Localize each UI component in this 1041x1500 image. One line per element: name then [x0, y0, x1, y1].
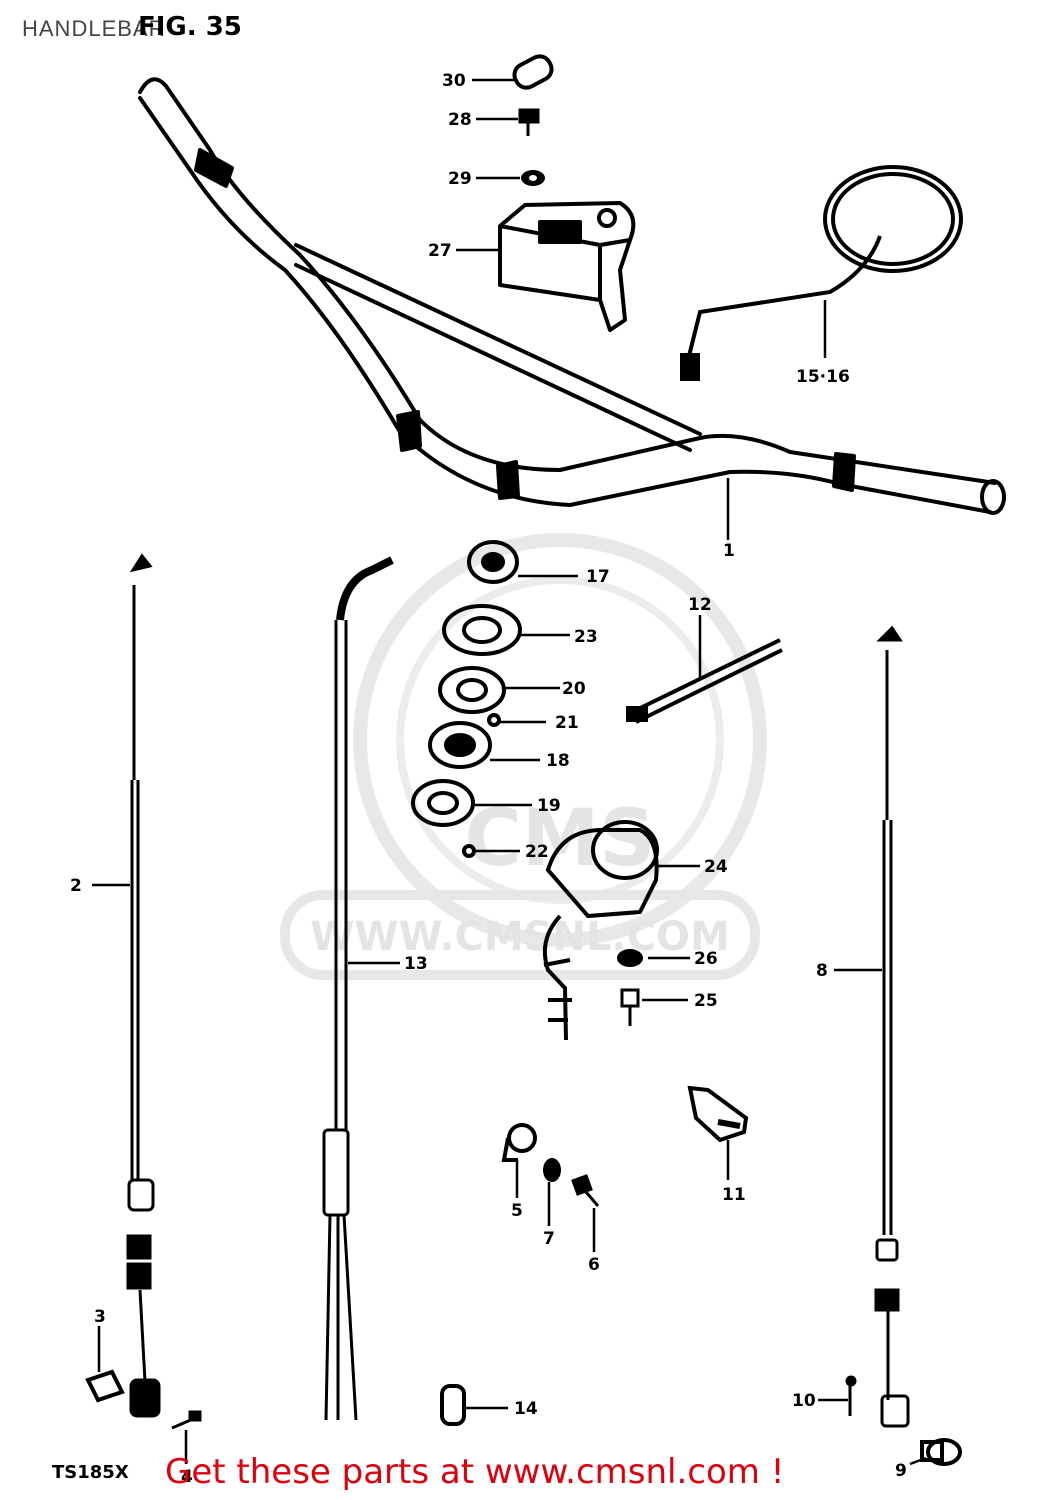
figure-number: FIG. 35: [138, 12, 242, 42]
callout-10: 10: [792, 1391, 816, 1411]
part-clevis-9: [920, 1438, 962, 1466]
part-washer-7: [543, 1158, 561, 1182]
part-screw-6: [571, 1174, 600, 1207]
part-washer-29: [521, 170, 545, 186]
callout-28: 28: [448, 110, 472, 130]
model-code: TS185X: [52, 1462, 129, 1483]
callout-22: 22: [525, 842, 549, 862]
part-clamp-5: [501, 1123, 537, 1162]
callout-2: 2: [70, 876, 82, 896]
callout-25: 25: [694, 991, 718, 1011]
part-washer-23: [442, 604, 522, 656]
part-washer-18: [428, 721, 492, 769]
callout-21: 21: [555, 713, 579, 733]
callout-23: 23: [574, 627, 598, 647]
callout-7: 7: [543, 1229, 555, 1249]
callout-12: 12: [688, 595, 712, 615]
callout-29: 29: [448, 169, 472, 189]
part-bracket-11: [687, 1085, 749, 1143]
callout-5: 5: [511, 1201, 523, 1221]
part-nut-26: [617, 949, 643, 967]
callout-27: 27: [428, 241, 452, 261]
part-ball-21: [487, 713, 501, 727]
callout-9: 9: [895, 1461, 907, 1481]
part-cap-30: [512, 54, 554, 90]
part-mirror: [680, 165, 963, 381]
callout-labels: 30 28 29 27 15·16 1 17 23 20 21 18 19 22…: [70, 71, 907, 1487]
part-handlebar: [138, 77, 1006, 515]
part-bolt-28: [518, 108, 540, 136]
callout-14: 14: [514, 1399, 538, 1419]
part-screw-25: [620, 988, 640, 1026]
callout-24: 24: [704, 857, 728, 877]
callout-19: 19: [537, 796, 561, 816]
part-washer-20: [438, 666, 506, 714]
watermark-brand: CMS: [464, 794, 655, 884]
part-throttle-cable: [322, 556, 394, 1421]
callout-4: 4: [181, 1467, 193, 1487]
callout-20: 20: [562, 679, 586, 699]
callout-15-16: 15·16: [796, 367, 850, 387]
cms-watermark: CMS WWW.CMSNL.COM: [280, 533, 767, 980]
callout-17: 17: [586, 567, 610, 587]
page-title: HANDLEBAR: [22, 16, 166, 41]
part-ignition-switch: [543, 820, 659, 1041]
part-strap: [626, 638, 783, 724]
part-pin-10: [845, 1375, 857, 1416]
part-sleeve-14: [440, 1384, 466, 1426]
part-washer-19: [411, 779, 475, 827]
part-clip-3: [85, 1369, 125, 1403]
part-pin-4: [171, 1410, 202, 1430]
callout-30: 30: [442, 71, 466, 91]
callout-11: 11: [722, 1185, 746, 1205]
leader-lines: [92, 78, 927, 1466]
callout-13: 13: [404, 954, 428, 974]
callout-26: 26: [694, 949, 718, 969]
part-stack: [411, 540, 522, 858]
promo-link-text[interactable]: Get these parts at www.cmsnl.com !: [165, 1452, 785, 1492]
callout-3: 3: [94, 1307, 106, 1327]
callout-18: 18: [546, 751, 570, 771]
callout-6: 6: [588, 1255, 600, 1275]
callout-8: 8: [816, 961, 828, 981]
watermark-url: WWW.CMSNL.COM: [310, 914, 730, 960]
part-ball-22: [462, 844, 476, 858]
part-nut-17: [467, 540, 519, 584]
part-brake-cable: [874, 625, 910, 1428]
part-clamp-block: [498, 201, 636, 332]
callout-1: 1: [723, 541, 735, 561]
part-clutch-cable: [126, 553, 161, 1418]
